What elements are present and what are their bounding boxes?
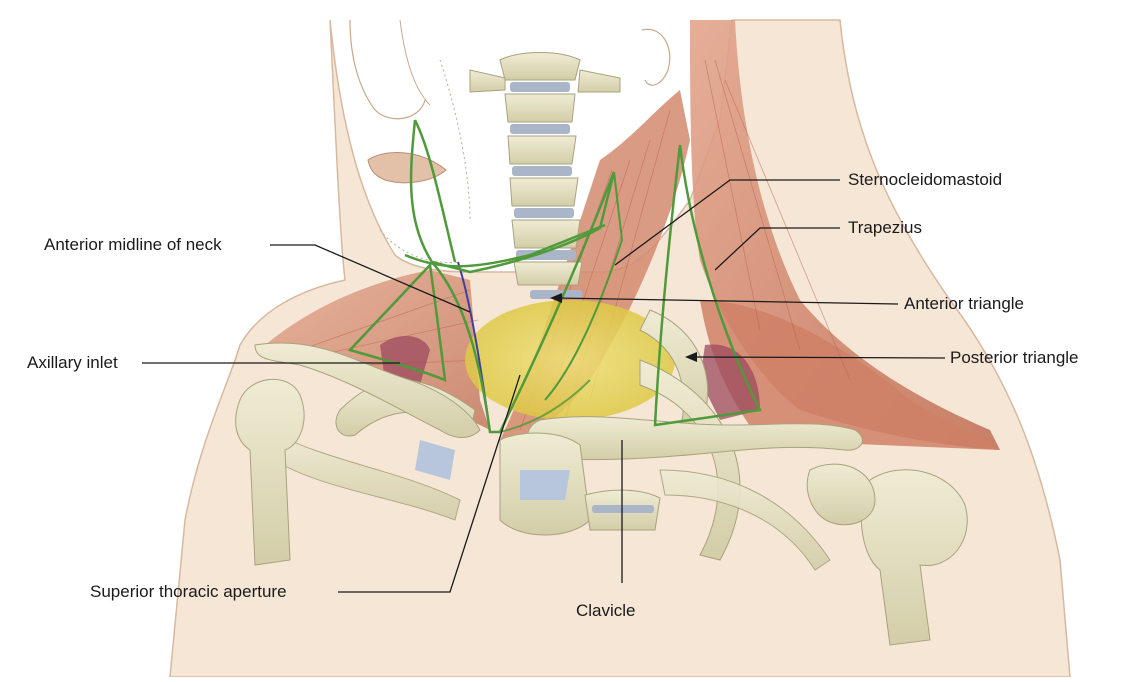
label-sternocleidomastoid: Sternocleidomastoid (848, 170, 1002, 190)
label-clavicle: Clavicle (576, 601, 636, 621)
superior-thoracic-aperture-region (465, 300, 675, 420)
costal-cartilage-center (520, 470, 570, 500)
ear-outline (642, 29, 670, 85)
thoracic-disc (592, 505, 654, 513)
face-contour (350, 20, 425, 119)
cheek-line (440, 60, 470, 220)
label-posterior-triangle: Posterior triangle (950, 348, 1079, 368)
label-trapezius: Trapezius (848, 218, 922, 238)
label-anterior-midline: Anterior midline of neck (44, 235, 222, 255)
label-anterior-triangle: Anterior triangle (904, 294, 1024, 314)
label-superior-thoracic-aperture: Superior thoracic aperture (90, 582, 287, 602)
label-axillary-inlet: Axillary inlet (27, 353, 118, 373)
nose-outline (400, 20, 430, 105)
